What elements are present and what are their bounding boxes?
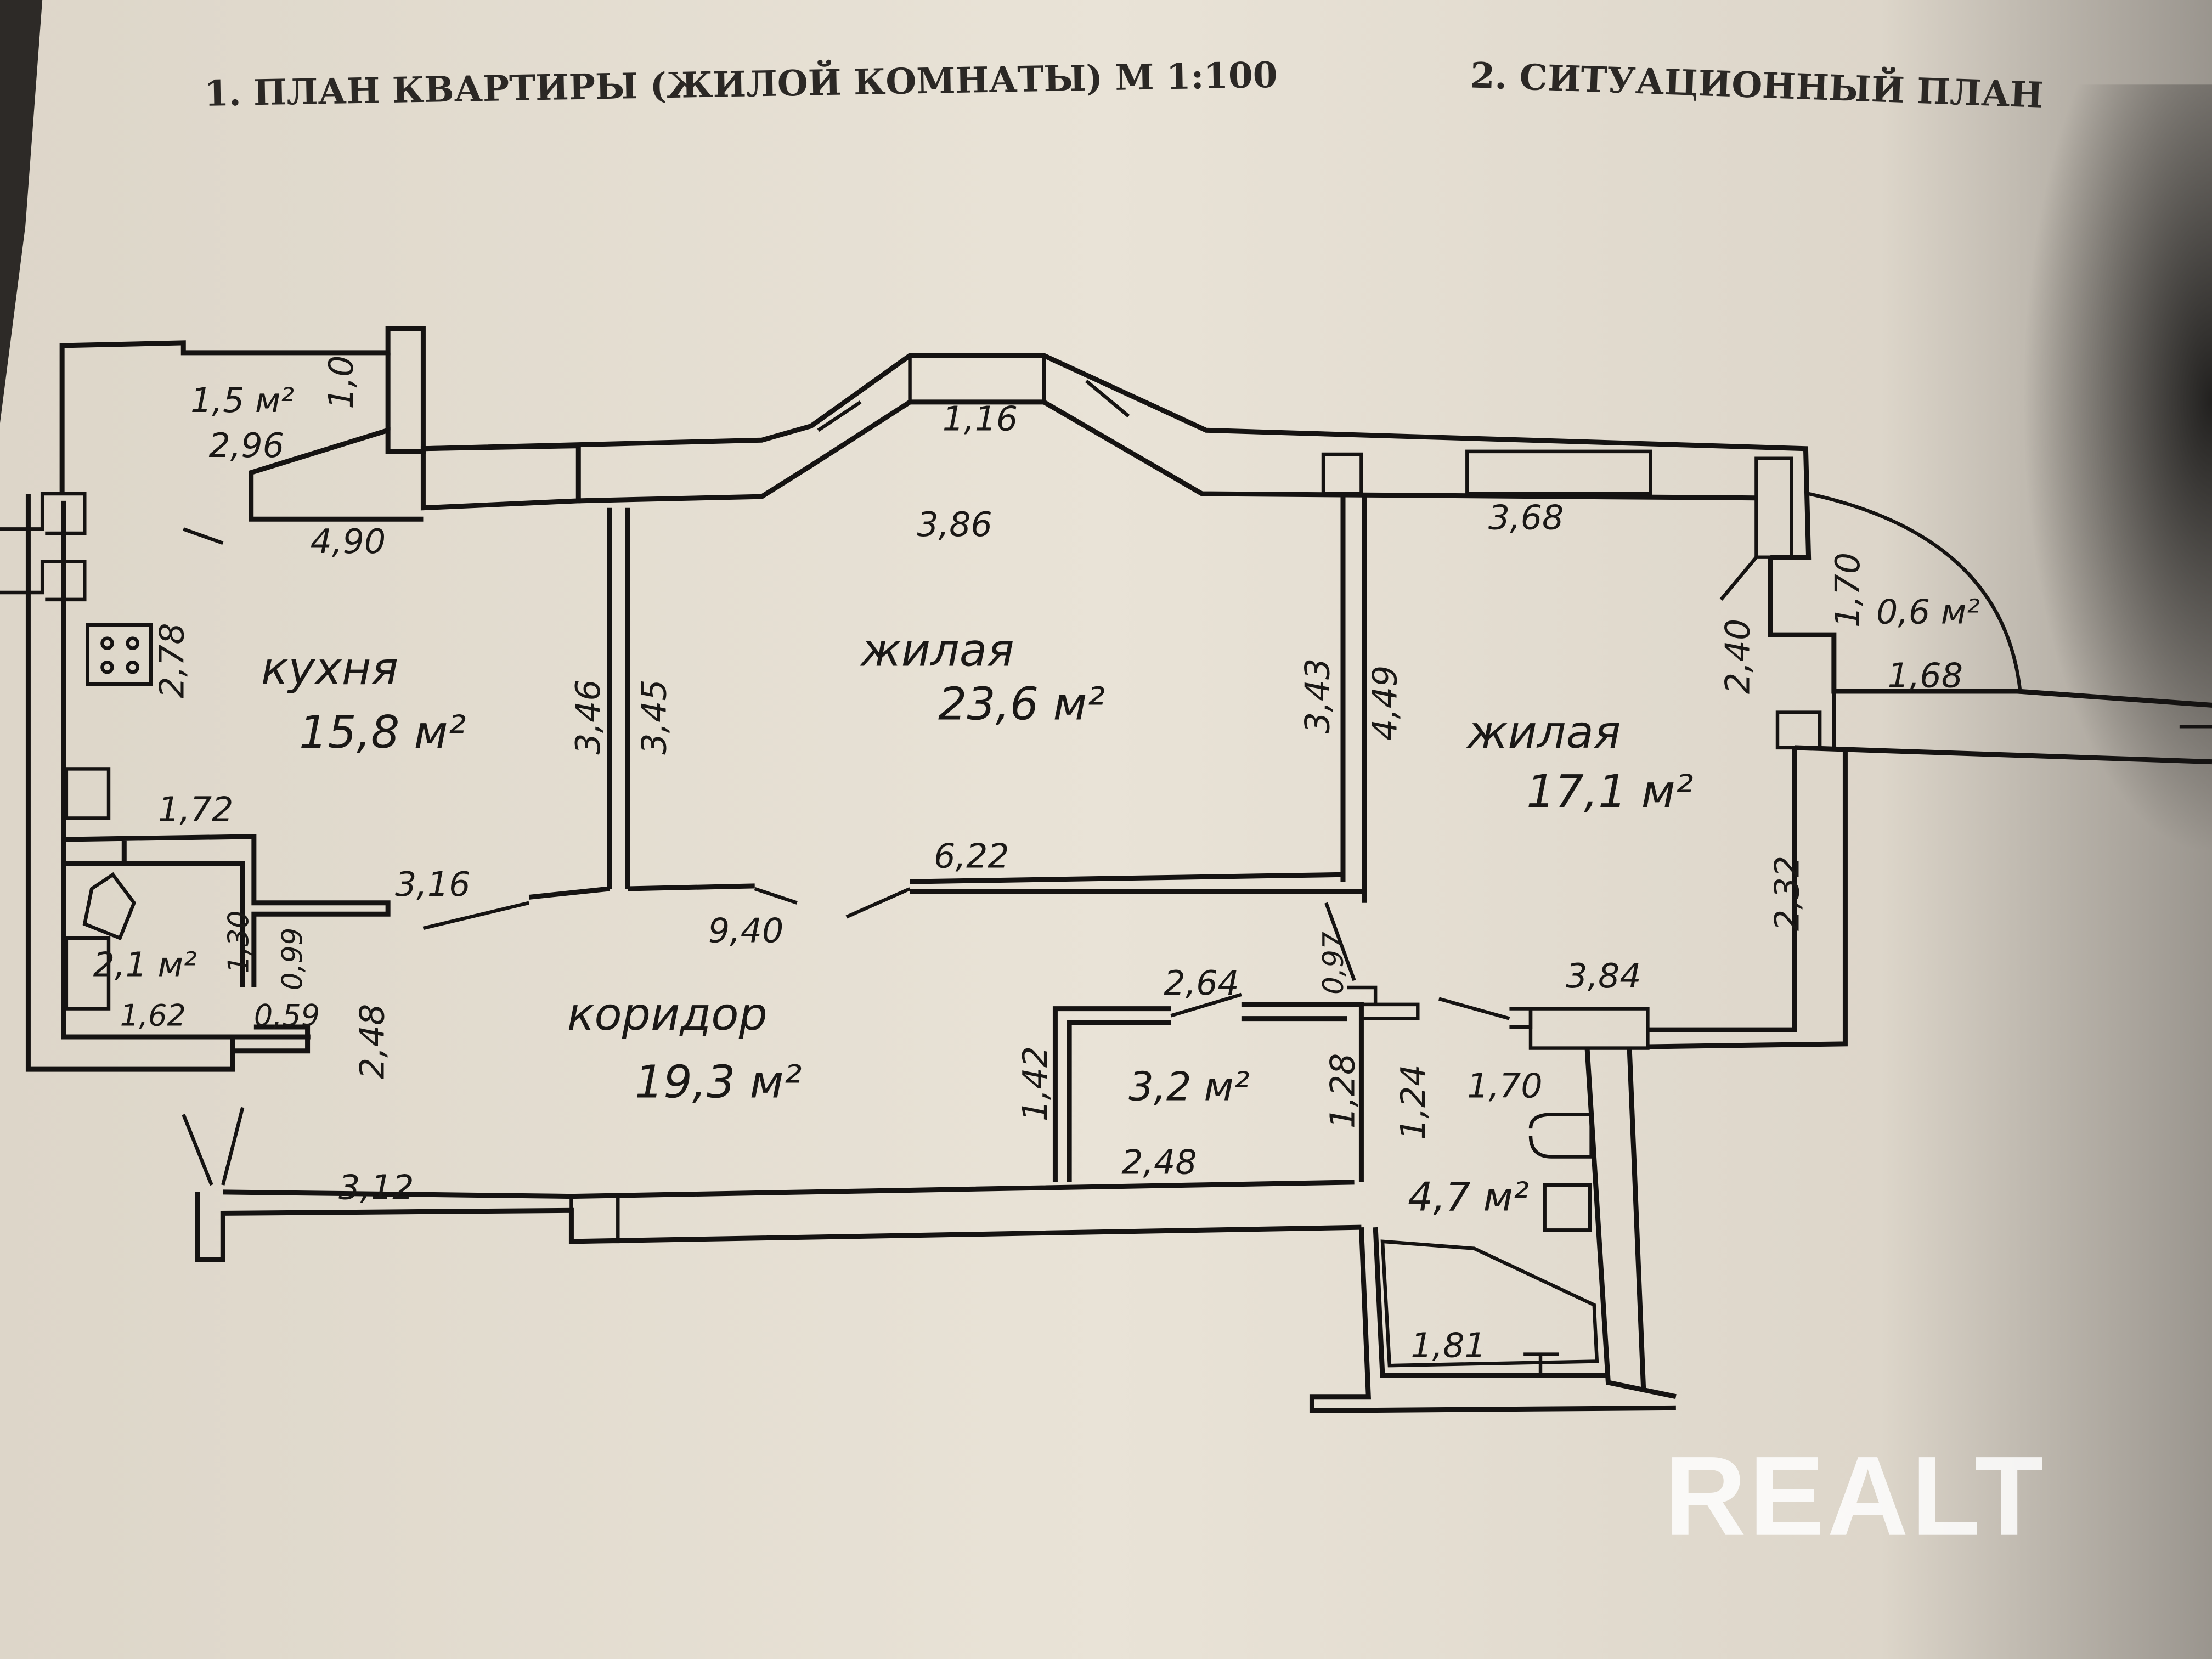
living-room-center-label: жилая	[860, 625, 1014, 677]
kitchen-area: 15,8 м²	[299, 707, 466, 759]
dim-label: 1,70	[1828, 552, 1867, 628]
dim-label: 2,32	[1768, 856, 1807, 931]
stove-icon	[86, 623, 153, 686]
dim-label: 3,45	[635, 679, 674, 754]
dim-label: 9,40	[708, 911, 783, 951]
dim-label: 3,86	[917, 505, 992, 544]
wc-area: 2,1 м²	[93, 945, 197, 984]
dim-label: 1,16	[943, 399, 1018, 438]
corridor-area: 19,3 м²	[635, 1057, 802, 1109]
dim-label: 0,97	[1317, 932, 1350, 995]
dim-label: 1,0	[321, 356, 361, 409]
living-room-right-label: жилая	[1466, 707, 1621, 759]
living-room-center-area: 23,6 м²	[938, 678, 1105, 730]
toilet-icon	[82, 872, 136, 941]
bathroom-area: 4,7 м²	[1408, 1173, 1529, 1220]
dim-label: 2,40	[1718, 619, 1758, 694]
dim-label: 1,70	[1467, 1066, 1542, 1106]
realt-watermark: REALT	[1664, 1433, 2046, 1559]
balcony-left-area: 1,5 м²	[190, 381, 294, 420]
left-edge-shadow	[0, 0, 43, 424]
dim-label: 2,48	[352, 1004, 392, 1079]
sink-icon	[1528, 1113, 1593, 1159]
dim-label: 3,68	[1488, 498, 1564, 537]
dim-label: 4,90	[311, 522, 386, 561]
room-labels: кухня 15,8 м² жилая 23,6 м² жилая 17,1 м…	[93, 381, 1980, 1220]
dimension-labels: 2,96 1,0 4,90 2,78 3,46 3,45 1,16 3,86 3…	[120, 356, 1963, 1365]
corridor-label: коридор	[567, 989, 768, 1041]
dim-label: 2,48	[1121, 1142, 1197, 1182]
dim-label: 6,22	[934, 836, 1009, 876]
dim-label: 0,99	[276, 928, 309, 990]
dim-label: 4,49	[1365, 665, 1405, 741]
dim-label: 1,42	[1015, 1046, 1055, 1121]
dim-label: 1,62	[120, 998, 186, 1032]
dim-label: 1,68	[1888, 656, 1963, 695]
dim-label: 1,72	[158, 790, 233, 830]
dim-label: 1,30	[223, 911, 256, 973]
dim-label: 2,78	[152, 623, 191, 698]
dim-label: 3,16	[395, 865, 470, 904]
dim-label: 1,24	[1393, 1064, 1433, 1139]
dim-label: 3,46	[568, 679, 608, 754]
dim-label: 3,84	[1566, 956, 1641, 996]
dim-label: 1,28	[1323, 1053, 1363, 1128]
dim-label: 2,64	[1164, 963, 1239, 1003]
dim-label: 3,43	[1297, 658, 1337, 733]
living-room-right-area: 17,1 м²	[1526, 766, 1693, 818]
balcony-right-area: 0,6 м²	[1876, 592, 1980, 632]
dim-label: 1,81	[1410, 1326, 1486, 1365]
walls	[0, 326, 2212, 1413]
dim-label: 2,96	[209, 426, 284, 465]
dim-label: 0,59	[254, 998, 320, 1032]
right-shadow	[1833, 84, 2212, 988]
storage-area: 3,2 м²	[1128, 1064, 1250, 1110]
dim-label: 3,12	[338, 1168, 414, 1207]
kitchen-label: кухня	[261, 643, 398, 695]
